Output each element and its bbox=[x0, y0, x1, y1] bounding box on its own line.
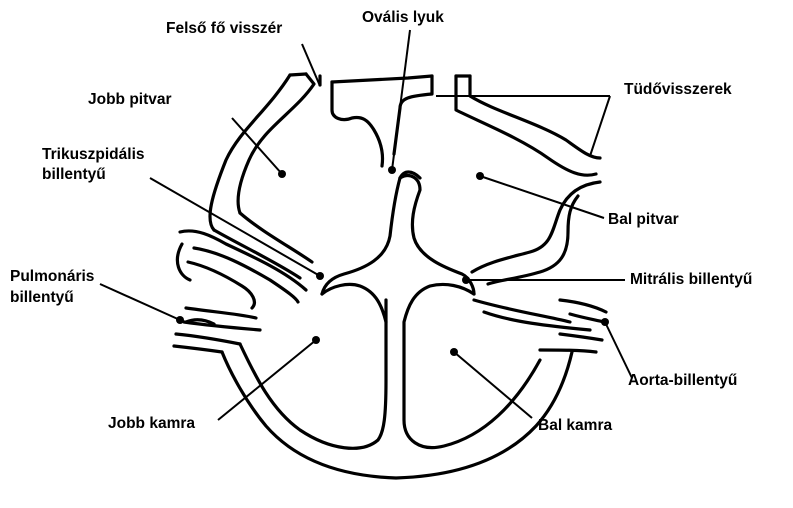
ao-valve-top bbox=[560, 300, 606, 312]
label-tricuspid-line2: billentyű bbox=[42, 165, 106, 184]
dot-aortic bbox=[601, 318, 609, 326]
leader-oval bbox=[392, 30, 410, 170]
pa-lower bbox=[184, 322, 260, 330]
leader-aortic bbox=[605, 322, 632, 378]
leader-left-atrium bbox=[480, 176, 604, 218]
septum-top-top bbox=[332, 76, 432, 82]
pa-outflow-bottom bbox=[174, 346, 222, 352]
pa-outflow-top bbox=[176, 334, 240, 344]
rv-outer bbox=[222, 352, 572, 478]
pa-upper bbox=[186, 308, 256, 318]
ao-out-1 bbox=[560, 334, 602, 340]
dot-left-atrium bbox=[476, 172, 484, 180]
dot-pulmonary bbox=[176, 316, 184, 324]
dot-right-ventricle bbox=[312, 336, 320, 344]
ao-out-2 bbox=[540, 350, 596, 352]
ao-upper bbox=[474, 300, 570, 322]
ia-septum-left bbox=[322, 178, 400, 294]
label-pulmonary-valve-line1: Pulmonáris bbox=[10, 267, 94, 286]
pv-inner bbox=[470, 76, 600, 158]
rv-valve-outer bbox=[180, 231, 306, 290]
rv-inner bbox=[240, 300, 386, 448]
ao-valve-bottom bbox=[570, 314, 604, 322]
leader-right-ventricle bbox=[218, 340, 316, 420]
dot-tricuspid bbox=[316, 272, 324, 280]
label-right-ventricle: Jobb kamra bbox=[108, 414, 195, 433]
dot-left-ventricle bbox=[450, 348, 458, 356]
label-aortic-valve: Aorta-billentyű bbox=[628, 371, 737, 390]
pv-outer-left bbox=[456, 76, 596, 175]
rv-valve-inner bbox=[194, 248, 298, 302]
label-foramen-ovale: Ovális lyuk bbox=[362, 8, 444, 27]
dot-right-atrium bbox=[278, 170, 286, 178]
dot-mitral bbox=[462, 276, 470, 284]
rv-valve-lower bbox=[188, 262, 254, 308]
dot-oval bbox=[388, 166, 396, 174]
label-superior-vena-cava: Felső fő visszér bbox=[166, 19, 282, 38]
iv-septum-left bbox=[322, 284, 386, 322]
label-left-atrium: Bal pitvar bbox=[608, 210, 679, 229]
label-left-ventricle: Bal kamra bbox=[538, 416, 612, 435]
leader-left-ventricle bbox=[454, 352, 532, 418]
label-tricuspid-line1: Trikuszpidális bbox=[42, 145, 145, 164]
label-right-atrium: Jobb pitvar bbox=[88, 90, 172, 109]
la-wall-inner bbox=[488, 196, 578, 284]
septum-top-outer bbox=[332, 82, 383, 166]
leader-pulmonary bbox=[100, 284, 180, 320]
svc-wall-outer bbox=[210, 75, 290, 230]
label-pulmonary-valve-line2: billentyű bbox=[10, 288, 74, 307]
ia-septum-right bbox=[400, 176, 474, 294]
leader-pv-right bbox=[590, 96, 610, 156]
svc-top bbox=[290, 74, 306, 75]
label-mitral-valve: Mitrális billentyű bbox=[630, 270, 752, 289]
label-pulmonary-veins: Tüdővisszerek bbox=[624, 80, 732, 99]
